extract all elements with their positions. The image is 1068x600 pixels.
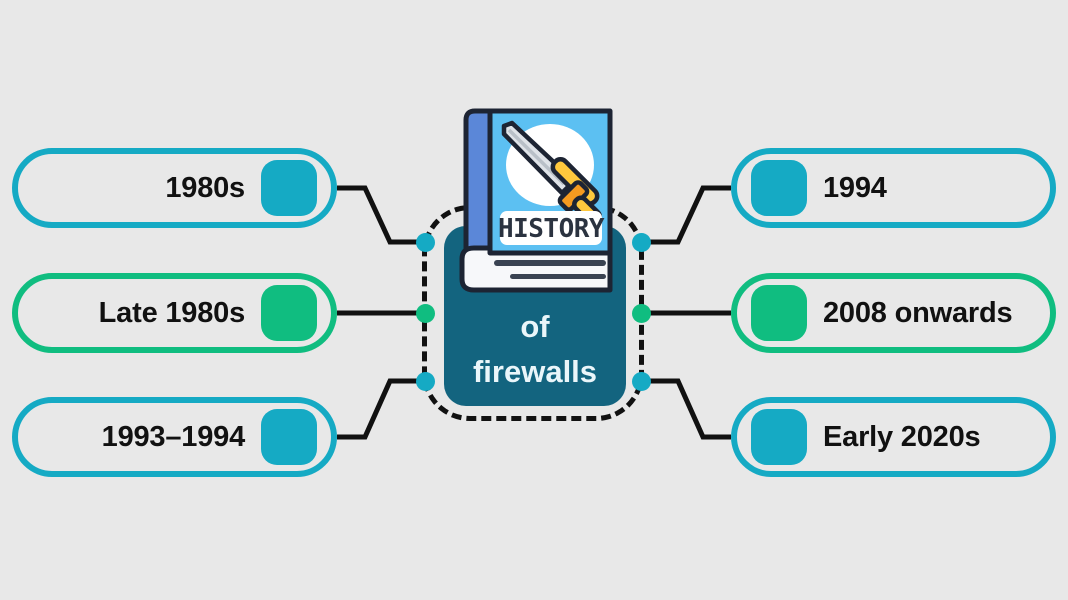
branch-left-1-chip <box>261 160 317 216</box>
branch-right-1-chip <box>751 160 807 216</box>
branch-left-1-label: 1980s <box>165 171 245 204</box>
center-label-line-2: firewalls <box>472 353 598 389</box>
branch-right-1[interactable]: 1994 <box>731 148 1056 228</box>
branch-left-3-label: 1993–1994 <box>101 420 246 453</box>
branch-left-2[interactable]: Late 1980s <box>12 273 337 353</box>
anchor-dot-left-1[interactable] <box>416 233 435 252</box>
connector-left-1 <box>337 185 425 245</box>
anchor-dot-right-2[interactable] <box>632 304 651 323</box>
branch-right-2-chip <box>751 285 807 341</box>
branch-right-3[interactable]: Early 2020s <box>731 397 1056 477</box>
center-node-label: of firewalls <box>444 305 626 395</box>
anchor-dot-right-3[interactable] <box>632 372 651 391</box>
connector-right-3 <box>641 378 731 440</box>
anchor-dot-left-2[interactable] <box>416 304 435 323</box>
branch-left-3-chip <box>261 409 317 465</box>
anchor-dot-right-1[interactable] <box>632 233 651 252</box>
anchor-dot-left-3[interactable] <box>416 372 435 391</box>
branch-left-1[interactable]: 1980s <box>12 148 337 228</box>
branch-right-1-label: 1994 <box>823 171 887 204</box>
connector-right-1 <box>641 185 731 245</box>
branch-left-3[interactable]: 1993–1994 <box>12 397 337 477</box>
branch-right-2-label: 2008 onwards <box>823 296 1013 329</box>
branch-right-2[interactable]: 2008 onwards <box>731 273 1056 353</box>
branch-left-2-label: Late 1980s <box>98 296 246 329</box>
branch-right-3-chip <box>751 409 807 465</box>
center-label-line-1: of <box>520 309 550 344</box>
history-book-icon: HISTORY <box>459 108 613 293</box>
book-cover-title: HISTORY <box>498 214 605 244</box>
branch-left-2-chip <box>261 285 317 341</box>
connector-left-3 <box>337 378 425 440</box>
branch-right-3-label: Early 2020s <box>823 420 981 453</box>
